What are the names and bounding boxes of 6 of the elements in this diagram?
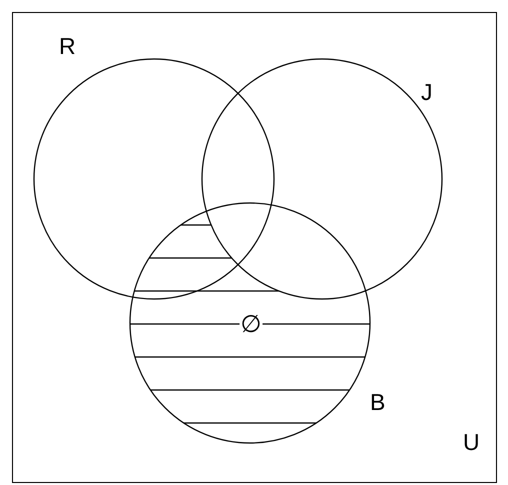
set-label: U [463, 431, 480, 454]
universe-box [12, 12, 497, 483]
set-label: R [59, 35, 76, 58]
set-label: B [370, 391, 386, 414]
set-label: J [421, 81, 432, 104]
set-circle [202, 59, 443, 300]
